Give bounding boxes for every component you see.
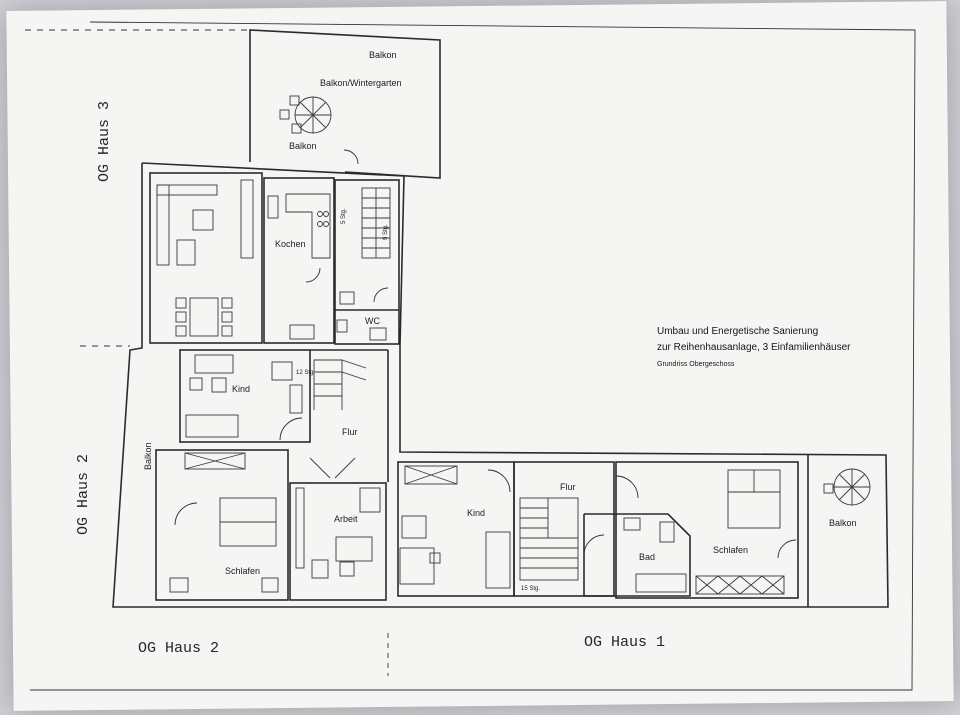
stair-note: 9 Stg. xyxy=(383,224,389,240)
title-line-2: zur Reihenhausanlage, 3 Einfamilienhäuse… xyxy=(657,342,851,353)
room-label: Balkon xyxy=(369,50,397,60)
sheet-frame xyxy=(30,21,916,691)
room-label: Balkon xyxy=(289,141,317,151)
kind-room-h1 xyxy=(397,461,515,597)
parasol-icon xyxy=(823,468,871,506)
room-label: Balkon xyxy=(143,442,153,470)
room-label: Kind xyxy=(467,508,485,518)
title-line-1: Umbau und Energetische Sanierung xyxy=(657,326,818,337)
wintergarten-outline xyxy=(249,29,441,179)
house-label-og2-bottom: OG Haus 2 xyxy=(138,640,219,657)
house-label-og1-bottom: OG Haus 1 xyxy=(584,634,665,651)
room-label: Schlafen xyxy=(713,545,748,555)
house-label-og2-side: OG Haus 2 xyxy=(75,454,92,535)
parasol-icon xyxy=(279,95,332,134)
room-label: Kochen xyxy=(275,239,306,249)
room-label: Flur xyxy=(560,482,576,492)
stair-note: 12 Stg. xyxy=(296,370,315,376)
room-label: Balkon/Wintergarten xyxy=(320,78,402,88)
room-label: Flur xyxy=(342,427,358,437)
kitchen-room xyxy=(263,177,335,344)
room-label: Schlafen xyxy=(225,566,260,576)
building-outline xyxy=(112,162,889,608)
room-label: WC xyxy=(365,316,380,326)
schlafen-room-h1 xyxy=(615,461,799,599)
room-label: Kind xyxy=(232,384,250,394)
title-line-3: Grundriss Obergeschoss xyxy=(657,361,735,368)
room-label: Bad xyxy=(639,552,655,562)
stair-note: 15 Stg. xyxy=(521,586,540,592)
room-label: Arbeit xyxy=(334,514,358,524)
bad-room xyxy=(583,513,691,597)
arbeit-room xyxy=(289,482,387,601)
room-label: Balkon xyxy=(829,518,857,528)
house-label-og3: OG Haus 3 xyxy=(96,101,113,182)
kind-room-h3 xyxy=(179,349,311,443)
schlafen-room-h2 xyxy=(155,449,289,601)
stair-note: 5 Stg. xyxy=(341,208,347,224)
stair-room-h3 xyxy=(334,179,400,345)
living-room xyxy=(149,172,263,344)
flur-room-h1 xyxy=(513,461,615,597)
